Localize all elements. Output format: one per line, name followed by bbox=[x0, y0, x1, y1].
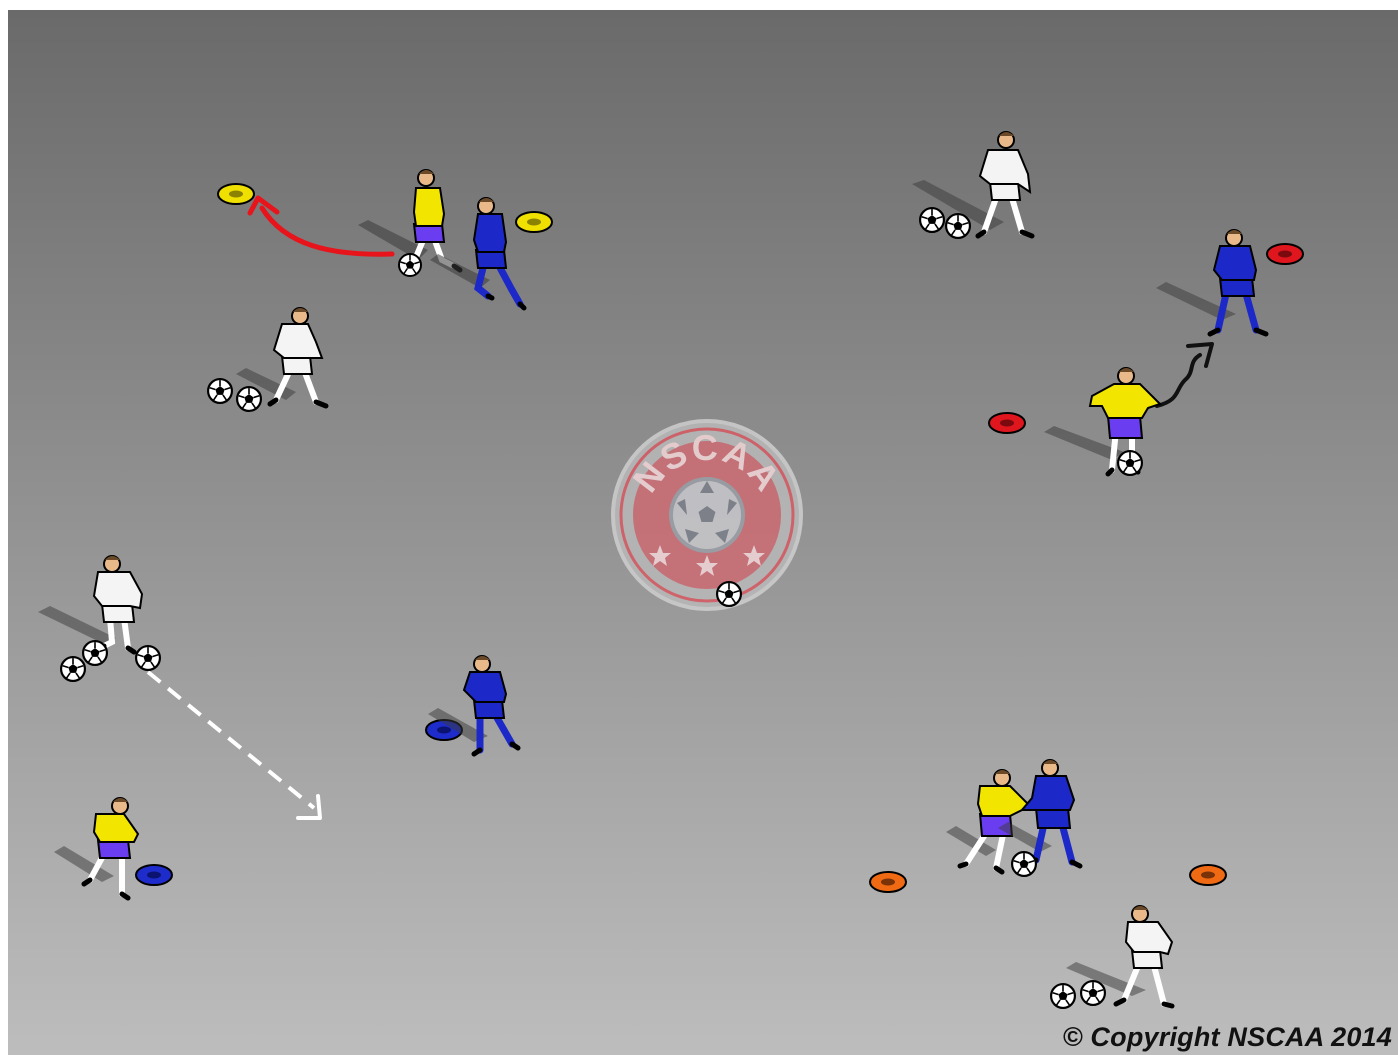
ball bbox=[1012, 852, 1036, 876]
cone-blue bbox=[136, 865, 172, 885]
cone-red bbox=[989, 413, 1025, 433]
ball bbox=[717, 582, 741, 606]
cone-yellow bbox=[516, 212, 552, 232]
ball bbox=[946, 214, 970, 238]
ball bbox=[83, 641, 107, 665]
ball bbox=[1081, 981, 1105, 1005]
cone-orange bbox=[1190, 865, 1226, 885]
ball bbox=[1051, 984, 1075, 1008]
cone-yellow bbox=[218, 184, 254, 204]
ball bbox=[208, 379, 232, 403]
ball bbox=[61, 657, 85, 681]
cone-orange bbox=[870, 872, 906, 892]
ball bbox=[399, 254, 421, 276]
nscaa-logo-watermark: NSCAA bbox=[613, 421, 801, 609]
ball bbox=[920, 208, 944, 232]
ball bbox=[136, 646, 160, 670]
cone-red bbox=[1267, 244, 1303, 264]
ball bbox=[1118, 451, 1142, 475]
ball bbox=[237, 387, 261, 411]
copyright-notice: © Copyright NSCAA 2014 bbox=[1063, 1022, 1392, 1053]
